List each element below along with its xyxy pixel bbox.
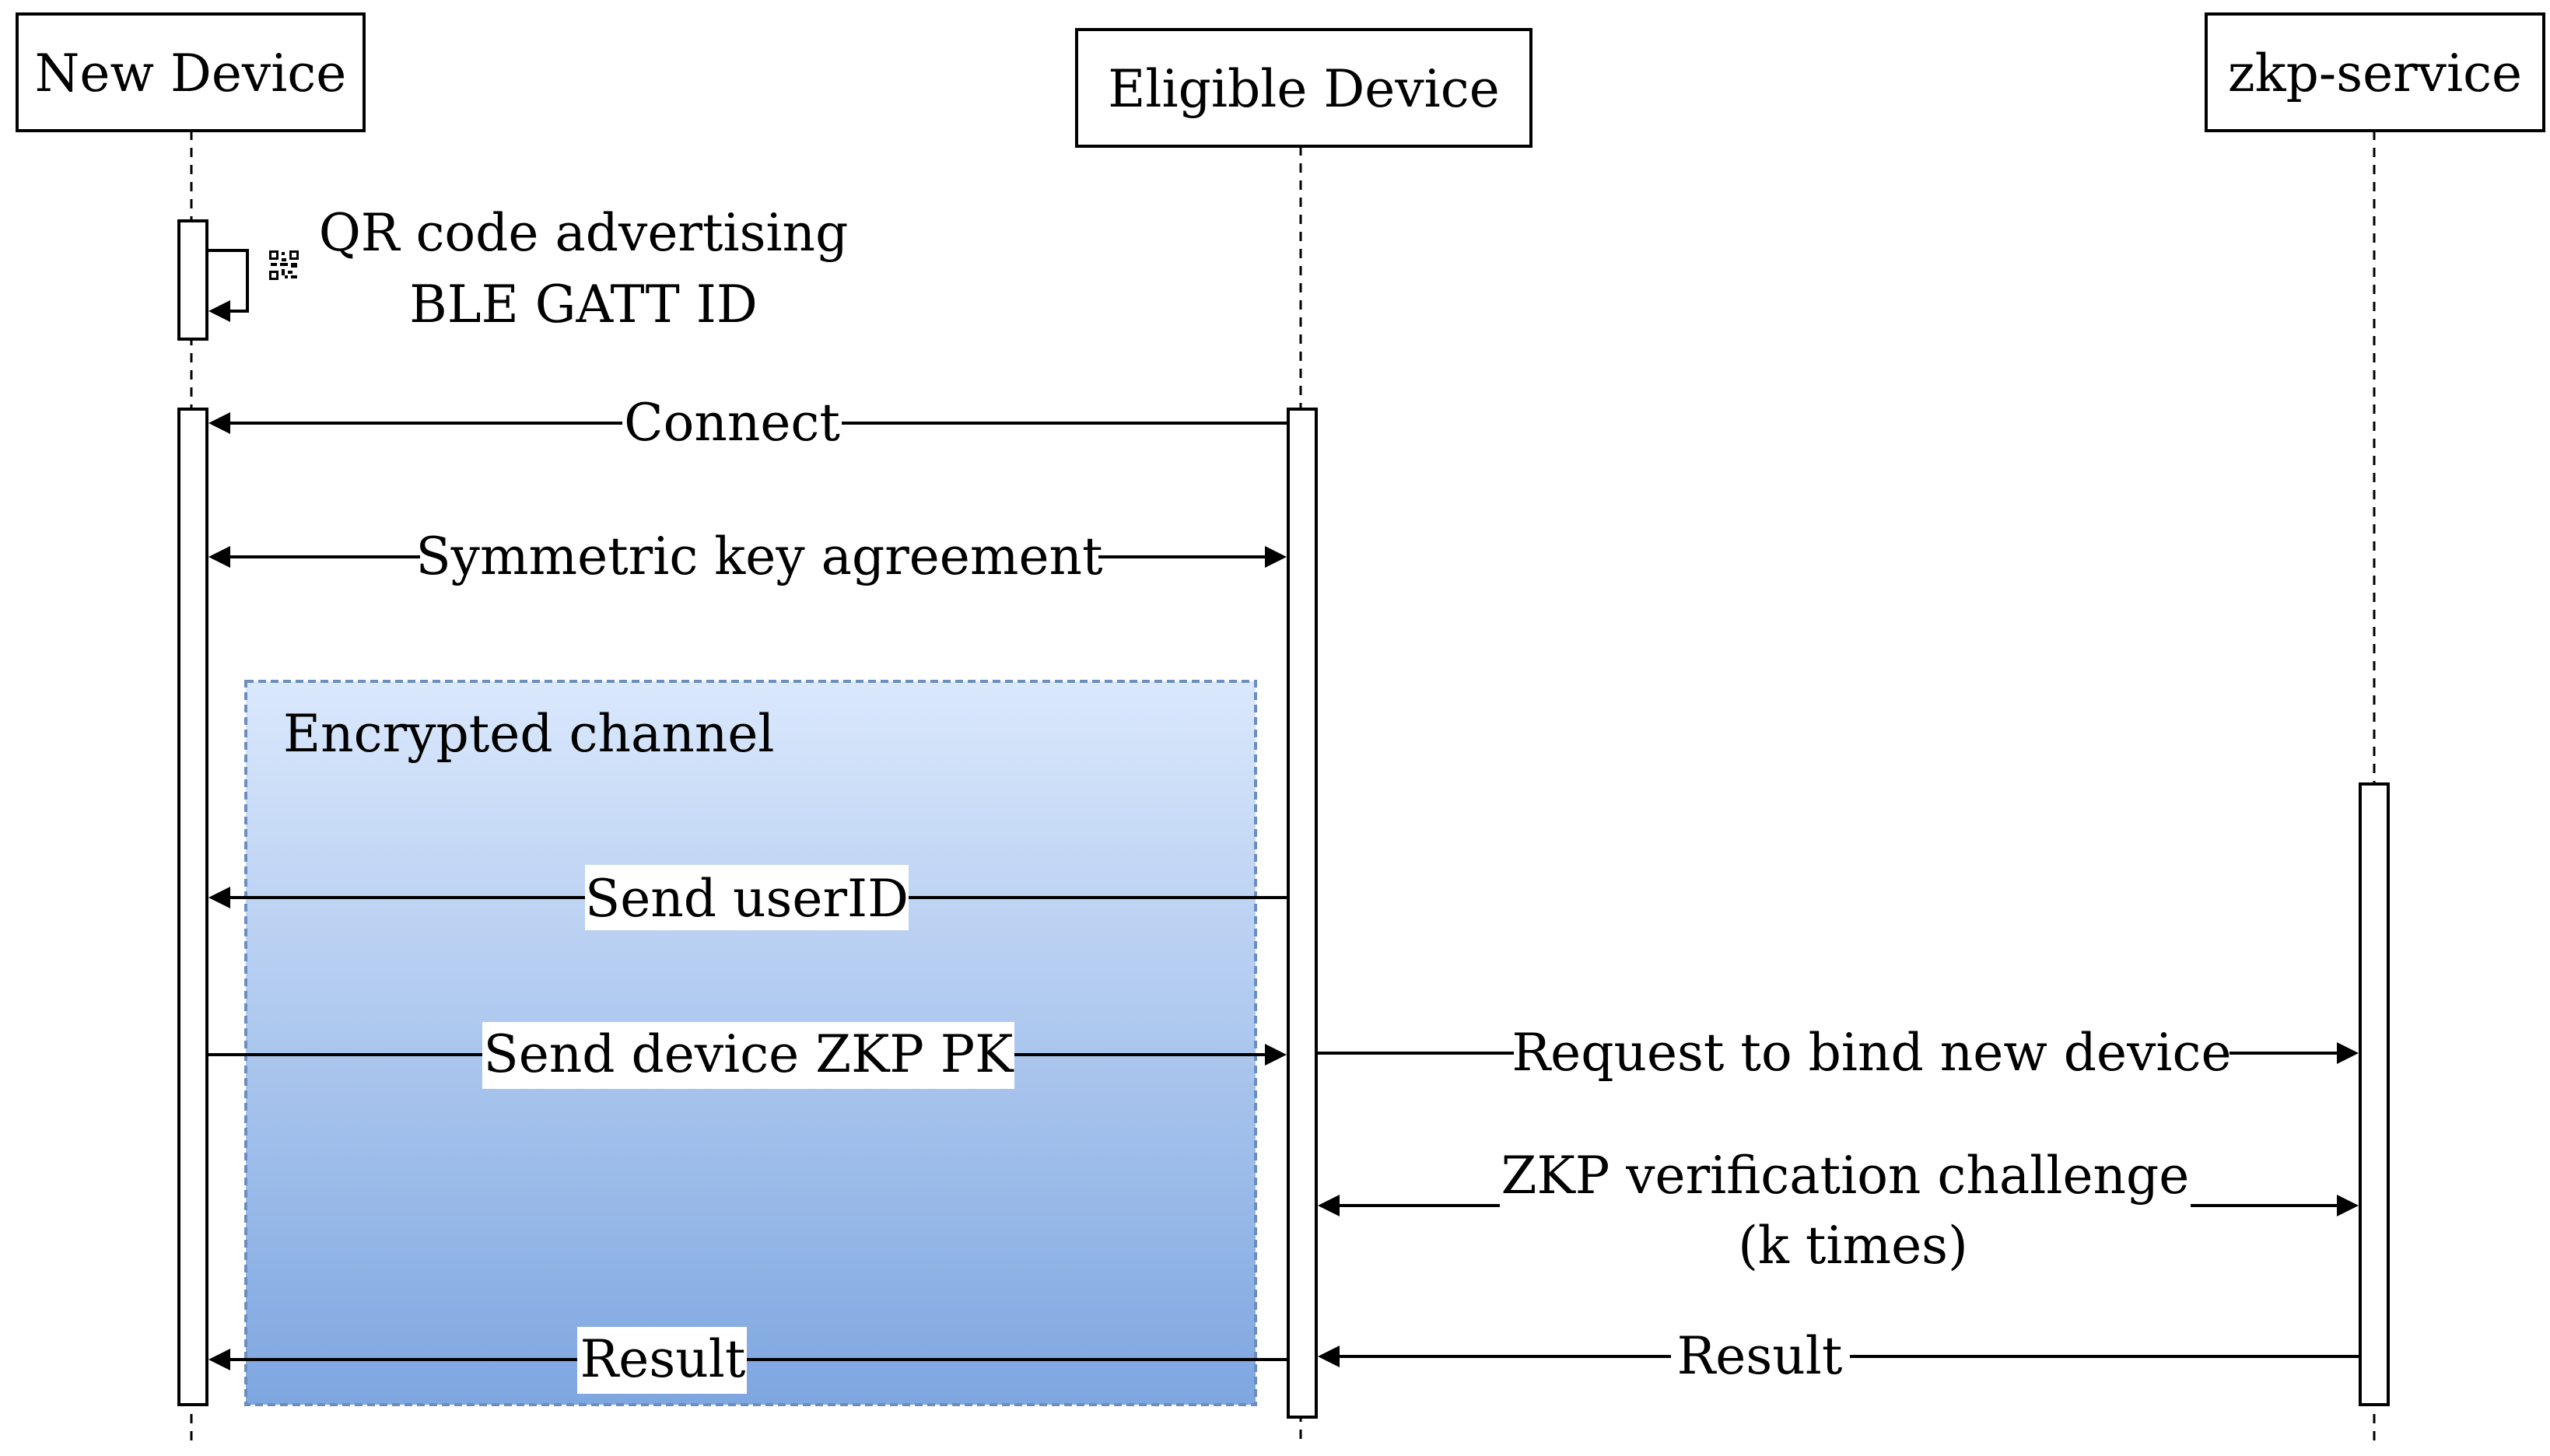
message-connect-label: Connect: [624, 393, 840, 453]
message-bind-request-label: Request to bind new device: [1511, 1023, 2231, 1083]
participant-new-device: New Device: [16, 12, 366, 132]
participant-eligible-device-label: Eligible Device: [1108, 59, 1500, 119]
message-send-pk-label: Send device ZKP PK: [484, 1024, 1015, 1084]
message-result-device-label: Result: [580, 1329, 746, 1389]
message-result-service-label: Result: [1677, 1326, 1843, 1386]
message-send-userid-label: Send userID: [585, 869, 909, 929]
activation-new-device: [177, 408, 208, 1406]
qr-code-icon: [269, 250, 299, 280]
participant-new-device-label: New Device: [35, 44, 347, 103]
participant-zkp-service: zkp-service: [2205, 12, 2545, 132]
message-zkp-challenge-label-line2: (k times): [1738, 1216, 1968, 1276]
participant-eligible-device: Eligible Device: [1075, 28, 1532, 148]
activation-eligible-device: [1287, 408, 1318, 1419]
self-message-label-line2: BLE GATT ID: [409, 275, 758, 334]
message-zkp-challenge-label-line1: ZKP verification challenge: [1501, 1146, 2190, 1206]
message-key-agreement-label: Symmetric key agreement: [415, 527, 1102, 586]
self-message-qr: [207, 249, 249, 322]
self-message-label-line1: QR code advertising: [319, 203, 849, 263]
participant-zkp-service-label: zkp-service: [2228, 44, 2522, 103]
message-result-device: [208, 1349, 1288, 1370]
activation-new-device-qr: [177, 219, 208, 341]
encrypted-channel-label: Encrypted channel: [283, 704, 775, 764]
activation-zkp-service: [2359, 782, 2390, 1406]
